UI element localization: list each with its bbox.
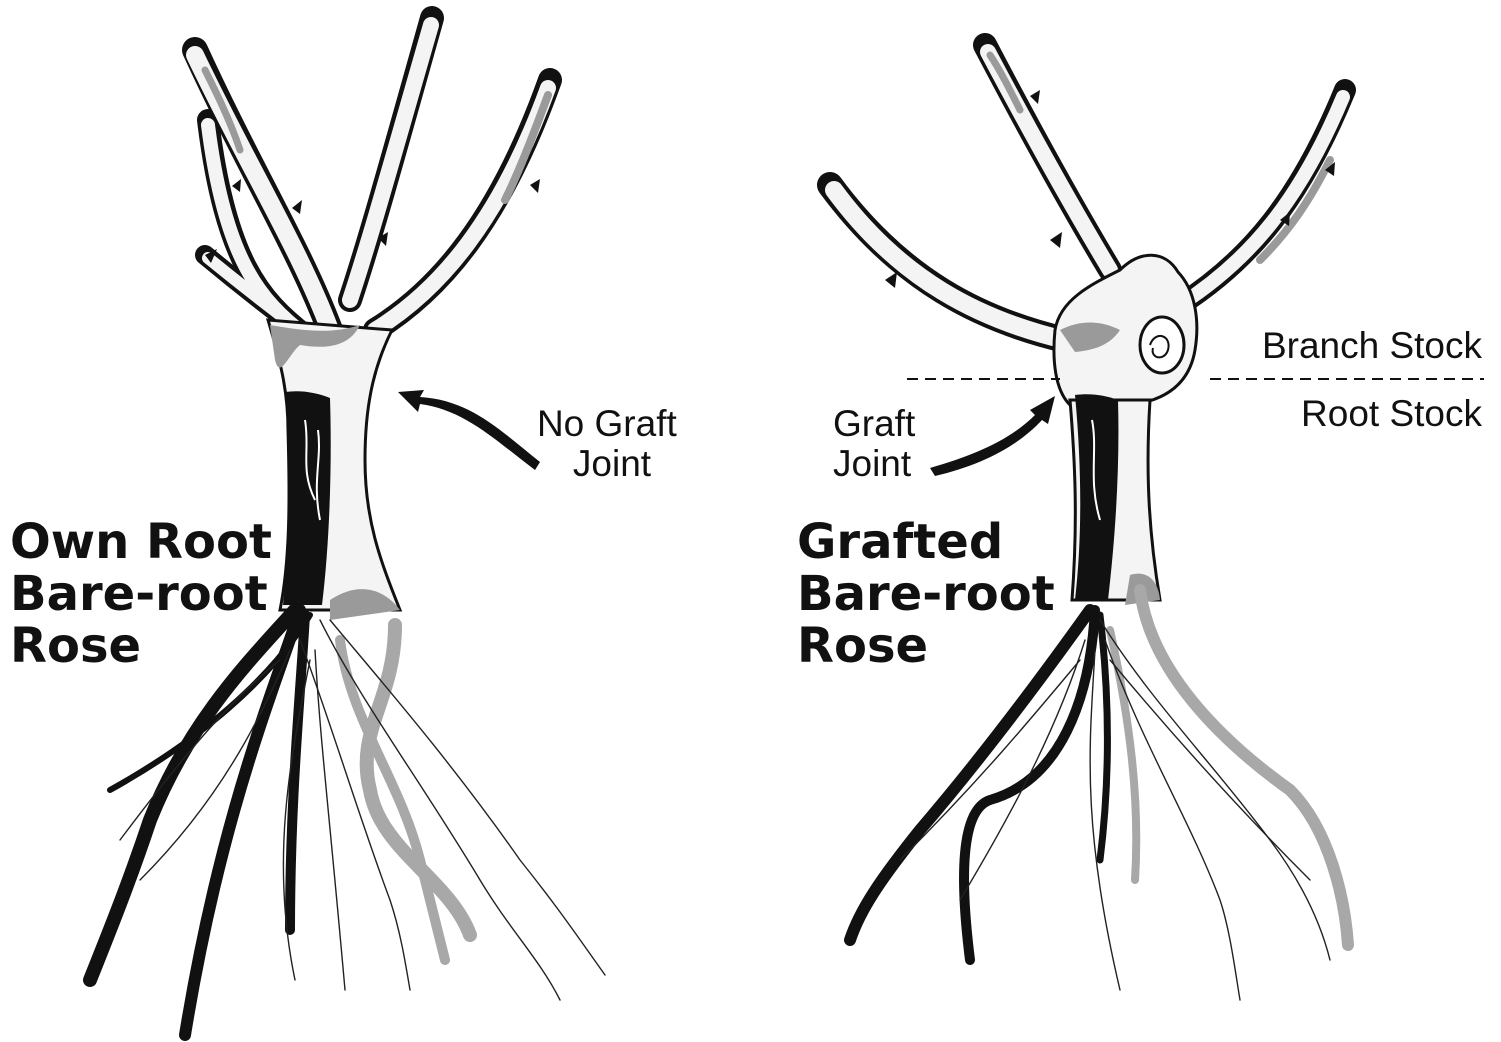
no-graft-joint-label: No Graft Joint [537,403,687,484]
own-root-title: Own Root Bare-root Rose [10,514,289,674]
own-root-title-line-2: Bare-root [10,566,268,622]
own-root-roots [90,610,605,1035]
graft-joint-line-1: Graft [833,403,916,444]
graft-joint-label: Graft Joint [833,403,926,484]
own-root-canes [189,18,550,335]
grafted-rose-title: Grafted Bare-root Rose [797,514,1071,674]
no-graft-joint-line-1: No Graft [537,403,678,444]
no-graft-joint-arrow [398,390,540,470]
grafted-title-line-1: Grafted [797,514,1003,570]
grafted-title-line-3: Rose [797,618,928,674]
root-stock-label: Root Stock [1301,393,1482,434]
branch-stock-label: Branch Stock [1262,325,1483,366]
own-root-title-line-1: Own Root [10,514,272,570]
grafted-title-line-2: Bare-root [797,566,1055,622]
own-root-trunk-bark [283,391,331,605]
own-root-title-line-3: Rose [10,618,141,674]
graft-joint-arrow [930,396,1055,476]
graft-joint-line-2: Joint [833,443,912,484]
no-graft-joint-line-2: Joint [573,443,652,484]
